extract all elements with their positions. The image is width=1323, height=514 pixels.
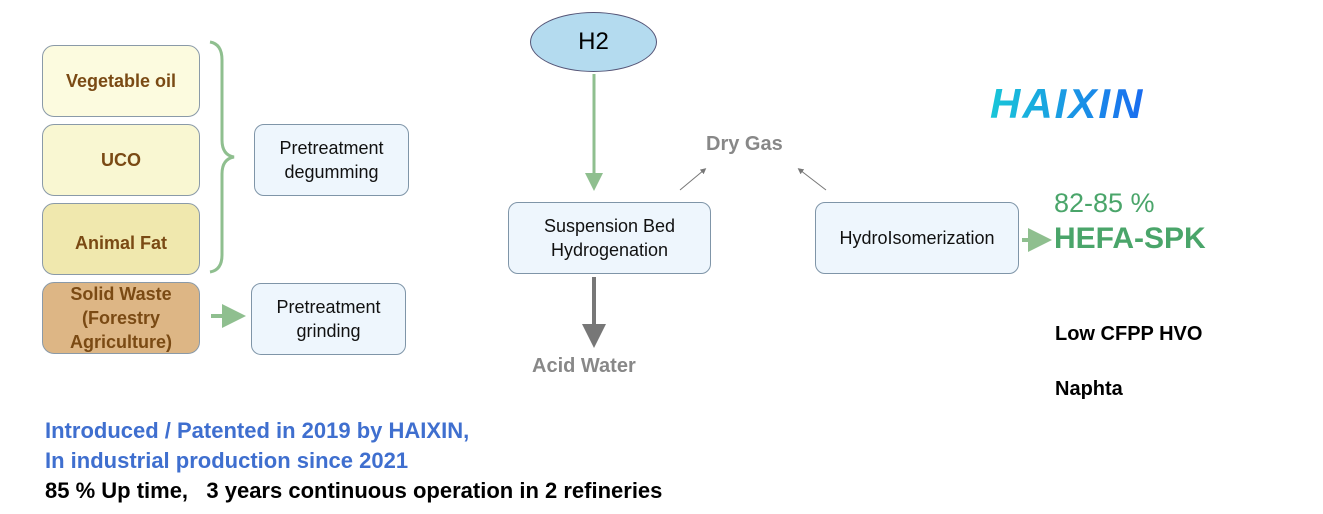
feed-vegetable-oil: Vegetable oil — [42, 45, 200, 117]
h2-node: H2 — [530, 12, 657, 72]
note-uptime: 85 % Up time, 3 years continuous operati… — [45, 478, 663, 503]
feed-solid-waste: Solid Waste (Forestry Agriculture) — [42, 282, 200, 354]
process-isomerization: HydroIsomerization — [815, 202, 1019, 274]
product-label: HEFA-SPK — [1054, 222, 1206, 255]
arrow-drygas-right — [797, 168, 827, 191]
dry-gas-label: Dry Gas — [706, 133, 783, 155]
note-patent: Introduced / Patented in 2019 by HAIXIN, — [45, 418, 470, 443]
process-grinding: Pretreatment grinding — [251, 283, 406, 355]
note-production: In industrial production since 2021 — [45, 448, 409, 473]
process-hydrogenation: Suspension Bed Hydrogenation — [508, 202, 711, 274]
yield-label: 82-85 % — [1054, 188, 1155, 218]
acid-water-label: Acid Water — [532, 355, 636, 377]
process-degumming: Pretreatment degumming — [254, 124, 409, 196]
byproduct-hvo: Low CFPP HVO — [1055, 323, 1203, 345]
feed-animal-fat: Animal Fat — [42, 203, 200, 275]
byproduct-naphta: Naphta — [1055, 378, 1123, 400]
brace — [209, 40, 235, 274]
arrow-drygas-left — [679, 168, 707, 191]
feed-uco: UCO — [42, 124, 200, 196]
haixin-logo: HAIXIN — [990, 80, 1145, 127]
